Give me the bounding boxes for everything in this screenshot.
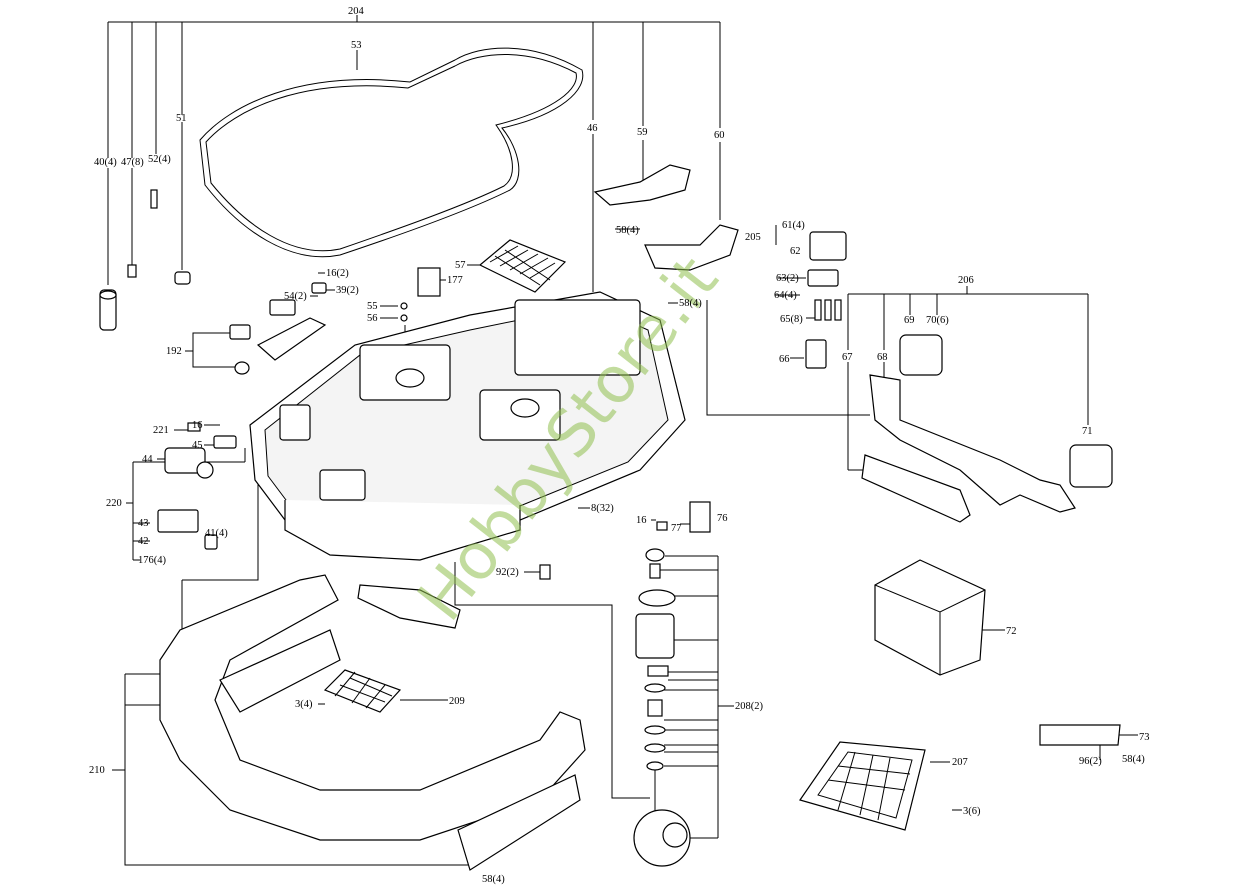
label-51: 51 [176, 113, 187, 124]
parts-192 [229, 282, 327, 375]
label-43: 43 [138, 518, 149, 529]
tray-207 [799, 741, 926, 831]
label-55: 55 [367, 301, 378, 312]
label-61: 61(4) [782, 220, 805, 231]
bracket-59 [593, 164, 691, 206]
filter-209 [323, 669, 402, 713]
label-58c: 58(4) [1122, 754, 1145, 765]
bumper-210 [159, 574, 586, 871]
label-71: 71 [1082, 426, 1093, 437]
label-16b: 16 [192, 420, 203, 431]
label-53: 53 [351, 40, 362, 51]
callout-labels: 204 53 51 40(4) 47(8) 52(4) 46 59 60 57 … [89, 6, 1150, 885]
label-60: 60 [714, 130, 725, 141]
part-76 [689, 501, 711, 533]
label-64: 64(4) [774, 290, 797, 301]
wheel-stack-208 [633, 548, 691, 867]
battery-72 [874, 559, 986, 676]
part-177 [417, 267, 441, 297]
label-16a: 16(2) [326, 268, 349, 279]
label-177: 177 [447, 275, 463, 286]
screw-parts-left [99, 189, 191, 331]
label-63: 63(2) [776, 273, 799, 284]
label-209: 209 [449, 696, 465, 707]
part-bumper-strip [357, 584, 461, 629]
label-54: 54(2) [284, 291, 307, 302]
label-206: 206 [958, 275, 974, 286]
label-16c: 16 [636, 515, 647, 526]
label-72: 72 [1006, 626, 1017, 637]
label-68: 68 [877, 352, 888, 363]
label-96: 96(2) [1079, 756, 1102, 767]
label-73: 73 [1139, 732, 1150, 743]
label-46: 46 [587, 123, 598, 134]
label-77: 77 [671, 523, 682, 534]
label-57: 57 [455, 260, 466, 271]
label-62: 62 [790, 246, 801, 257]
label-221: 221 [153, 425, 169, 436]
label-58d: 58(4) [482, 874, 505, 885]
assembly-206 [861, 334, 1113, 523]
label-192: 192 [166, 346, 182, 357]
label-92: 92(2) [496, 567, 519, 578]
part-92 [539, 564, 551, 580]
label-66: 66 [779, 354, 790, 365]
label-220: 220 [106, 498, 122, 509]
grid-tray-57 [478, 239, 567, 293]
label-41: 41(4) [205, 528, 228, 539]
assembly-220 [157, 422, 237, 550]
chassis-body [249, 291, 686, 561]
label-208: 208(2) [735, 701, 763, 712]
label-3b: 3(6) [963, 806, 981, 817]
plate-73 [1039, 724, 1121, 746]
label-52: 52(4) [148, 154, 171, 165]
part-77 [656, 521, 668, 531]
label-44: 44 [142, 454, 153, 465]
label-210: 210 [89, 765, 105, 776]
label-67: 67 [842, 352, 853, 363]
label-69: 69 [904, 315, 915, 326]
label-56: 56 [367, 313, 378, 324]
label-3a: 3(4) [295, 699, 313, 710]
label-204: 204 [348, 6, 365, 17]
label-207: 207 [952, 757, 968, 768]
label-42: 42 [138, 536, 149, 547]
bracket-60 [644, 224, 739, 271]
label-59: 59 [637, 127, 648, 138]
label-39: 39(2) [336, 285, 359, 296]
label-58a: 58(4) [616, 225, 639, 236]
label-76: 76 [717, 513, 728, 524]
label-176: 176(4) [138, 555, 166, 566]
label-65: 65(8) [780, 314, 803, 325]
label-8: 8(32) [591, 503, 614, 514]
label-58b: 58(4) [679, 298, 702, 309]
label-47: 47(8) [121, 157, 144, 168]
label-45: 45 [192, 440, 203, 451]
label-40: 40(4) [94, 157, 117, 168]
label-205: 205 [745, 232, 761, 243]
gasket-53 [199, 47, 584, 258]
label-70: 70(6) [926, 315, 949, 326]
connector-parts [805, 231, 847, 369]
